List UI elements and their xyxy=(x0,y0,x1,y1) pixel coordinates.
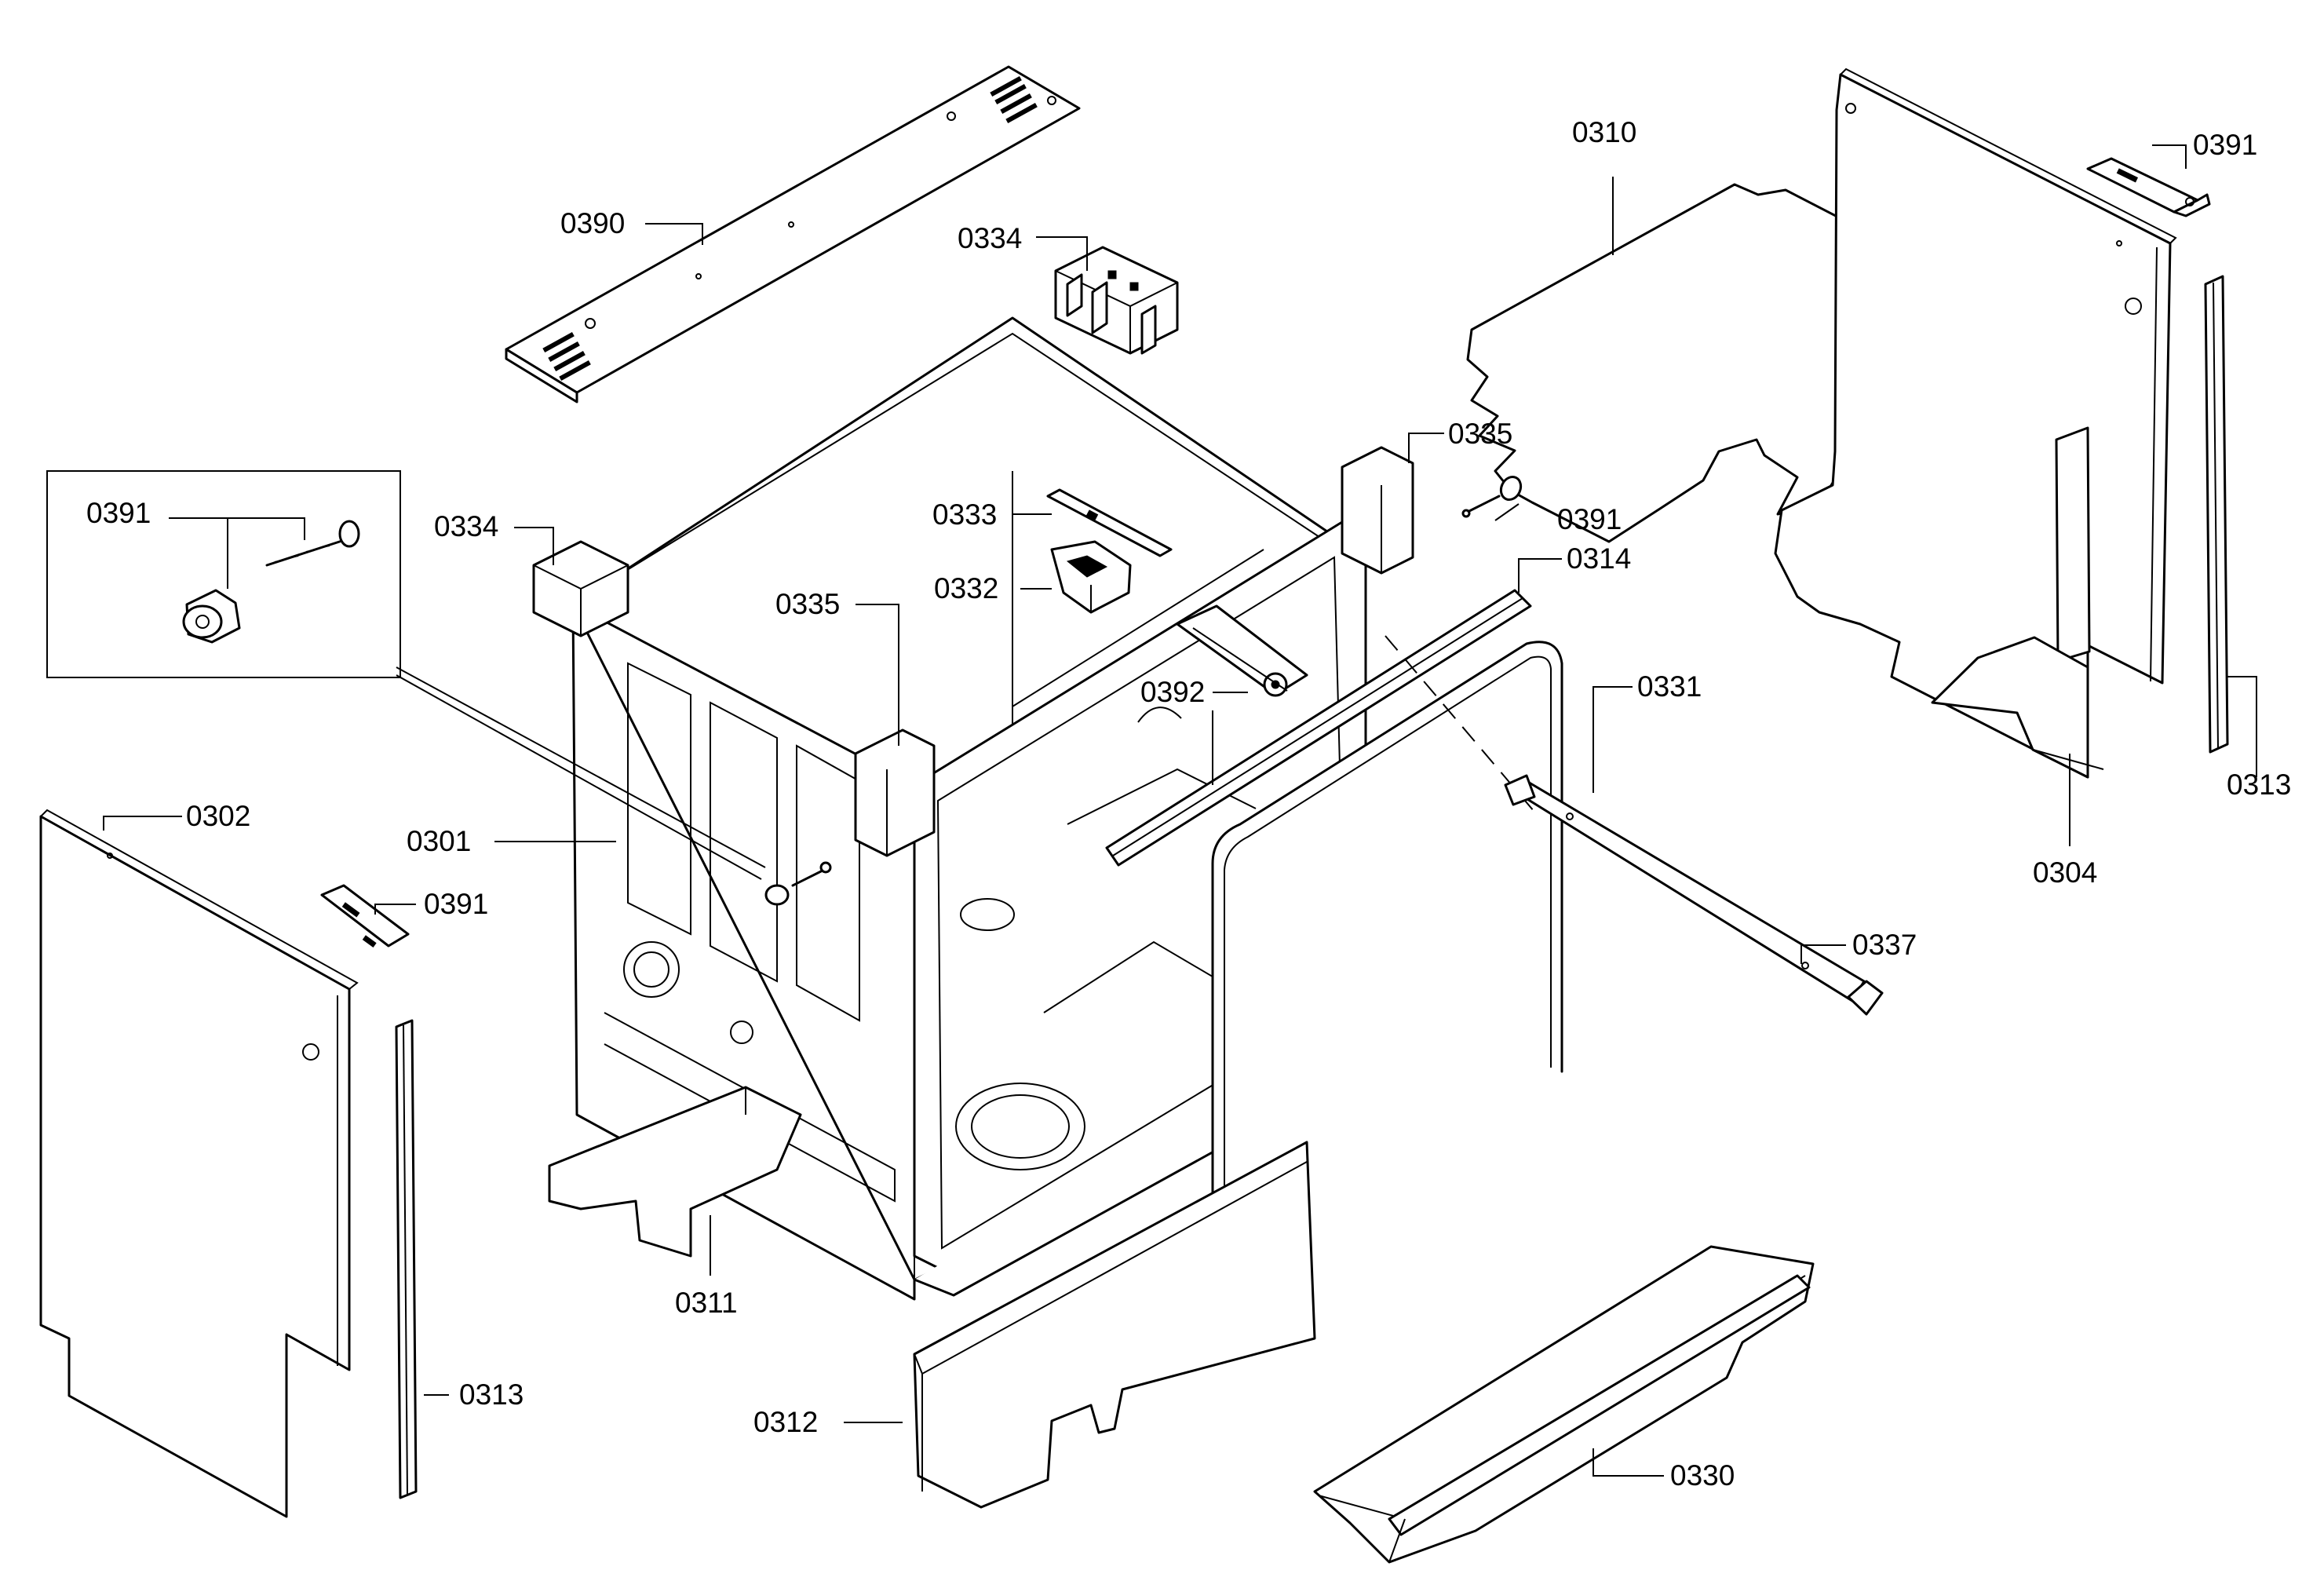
part-0390-top-plate xyxy=(505,65,1081,403)
part-0302-left-side-panel xyxy=(39,809,359,1518)
part-0391-tub-side-fastener xyxy=(764,861,832,906)
label-0391-top-right: 0391 xyxy=(2193,129,2257,161)
label-0310: 0310 xyxy=(1572,116,1636,148)
part-0331-door-gasket xyxy=(1211,641,1563,1277)
part-0314-seal-rail xyxy=(1105,589,1532,867)
label-0302: 0302 xyxy=(186,800,250,832)
label-0391-inset: 0391 xyxy=(86,497,151,529)
label-0334-top: 0334 xyxy=(958,222,1022,254)
label-0334-left: 0334 xyxy=(434,510,498,542)
part-0391-right-top-bracket xyxy=(2086,157,2211,217)
label-0312: 0312 xyxy=(753,1406,818,1438)
label-0390: 0390 xyxy=(560,207,625,239)
label-0301: 0301 xyxy=(407,825,471,857)
part-0334-top-clip xyxy=(1054,246,1179,355)
leader-lines xyxy=(103,144,2257,1477)
label-0335-left: 0335 xyxy=(775,588,840,620)
part-0391-left-bracket xyxy=(320,884,410,948)
part-0313-right-trim-strip xyxy=(2204,275,2229,754)
label-0333: 0333 xyxy=(932,498,997,531)
part-0304-right-side-panel xyxy=(1774,68,2177,779)
part-number-labels: 0390 0334 0310 0391 0391 0334 0335 0333 … xyxy=(86,116,2291,1492)
part-0313-left-trim-strip xyxy=(395,1019,418,1499)
part-0311-base-pad xyxy=(548,1086,802,1258)
inset-0391-hardware-detail xyxy=(46,470,766,880)
label-0331: 0331 xyxy=(1637,670,1702,703)
label-0337: 0337 xyxy=(1852,929,1917,961)
label-0313-left: 0313 xyxy=(459,1378,524,1411)
label-0392: 0392 xyxy=(1140,676,1205,708)
label-0304: 0304 xyxy=(2033,856,2097,889)
label-0332: 0332 xyxy=(934,572,998,604)
part-0332-latch xyxy=(1050,540,1132,614)
part-0330-kickplate-channel xyxy=(1313,1245,1815,1564)
label-0313-right: 0313 xyxy=(2227,769,2291,801)
label-0391-mid: 0391 xyxy=(1557,503,1622,535)
label-0335-right: 0335 xyxy=(1448,418,1512,450)
label-0330: 0330 xyxy=(1670,1459,1735,1492)
label-0311: 0311 xyxy=(675,1287,738,1319)
label-0391-left: 0391 xyxy=(424,888,488,920)
part-0392-hinge-bracket xyxy=(1176,604,1308,697)
label-0314: 0314 xyxy=(1567,542,1631,575)
part-0337-rail xyxy=(1504,774,1884,1016)
part-0312-front-base xyxy=(913,1141,1316,1509)
part-0391-mid-hardware xyxy=(1461,475,1523,518)
part-0333-latch-plate xyxy=(1046,488,1173,557)
